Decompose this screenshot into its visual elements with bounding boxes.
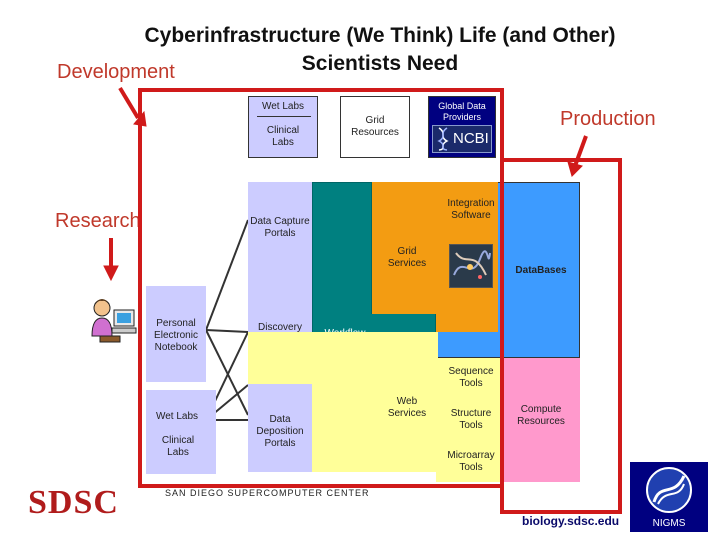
integration-software-label: Integration Software	[447, 198, 495, 221]
microarray-tools-label: Microarray Tools	[447, 450, 495, 473]
protein-structure-image	[449, 244, 493, 288]
compute-resources-label: Compute Resources	[517, 404, 565, 427]
global-data-providers-label: Global Data Providers	[438, 101, 486, 122]
slide-title: Cyberinfrastructure (We Think) Life (and…	[60, 22, 700, 78]
molecule-icon	[453, 250, 491, 279]
compute-resources-box	[502, 358, 580, 482]
development-label: Development	[57, 61, 175, 83]
grid-resources-box: Grid Resources	[340, 96, 410, 158]
personal-electronic-notebook-box	[146, 286, 206, 382]
wet-labs-clinical-labs-top: Wet Labs Clinical Labs	[248, 96, 318, 158]
databases-label: DataBases	[515, 265, 567, 276]
data-capture-portals-label: Data Capture Portals	[250, 216, 310, 239]
production-label: Production	[560, 108, 656, 130]
clinical-labs-top-label: Clinical Labs	[266, 125, 300, 148]
wet-labs-top-label: Wet Labs	[261, 101, 305, 112]
tools-column	[436, 358, 502, 482]
wet-labs-bottom-label: Wet Labs	[155, 411, 199, 422]
personal-electronic-notebook-label: Personal Electronic Notebook	[154, 318, 198, 353]
research-arrow	[103, 238, 119, 282]
production-frame	[500, 158, 622, 514]
person-at-computer-icon	[91, 299, 137, 343]
grid-services-label: Grid Services	[387, 246, 427, 269]
sdsc-center-name: SAN DIEGO SUPERCOMPUTER CENTER	[165, 488, 370, 498]
structure-tools-label: Structure Tools	[450, 408, 492, 431]
title-line-1: Cyberinfrastructure (We Think) Life (and…	[144, 24, 616, 47]
data-deposition-portals-box	[248, 384, 312, 472]
sdsc-logo: SDSC	[28, 484, 119, 521]
nigms-emblem-icon	[646, 467, 692, 513]
nigms-logo: NIGMS	[630, 462, 708, 532]
divider	[257, 116, 311, 117]
nigms-label: NIGMS	[652, 518, 686, 529]
global-data-providers-box: Global Data Providers NCBI	[428, 96, 496, 158]
wet-clinical-labs-bottom-box	[146, 390, 216, 474]
ncbi-logo: NCBI	[432, 125, 492, 153]
ncbi-logo-text: NCBI	[453, 130, 489, 147]
data-capture-portals-box	[248, 182, 312, 286]
title-line-2: Scientists Need	[301, 52, 459, 75]
clinical-labs-bottom-label: Clinical Labs	[161, 435, 195, 458]
data-deposition-portals-label: Data Deposition Portals	[256, 414, 304, 449]
grid-resources-label: Grid Resources	[351, 115, 399, 138]
development-frame	[138, 88, 504, 488]
dna-helix-icon	[437, 127, 449, 151]
sequence-tools-label: Sequence Tools	[448, 366, 494, 389]
biology-url: biology.sdsc.edu	[522, 514, 620, 528]
web-services-label: Web Services	[387, 396, 427, 419]
research-label: Research	[55, 210, 141, 232]
